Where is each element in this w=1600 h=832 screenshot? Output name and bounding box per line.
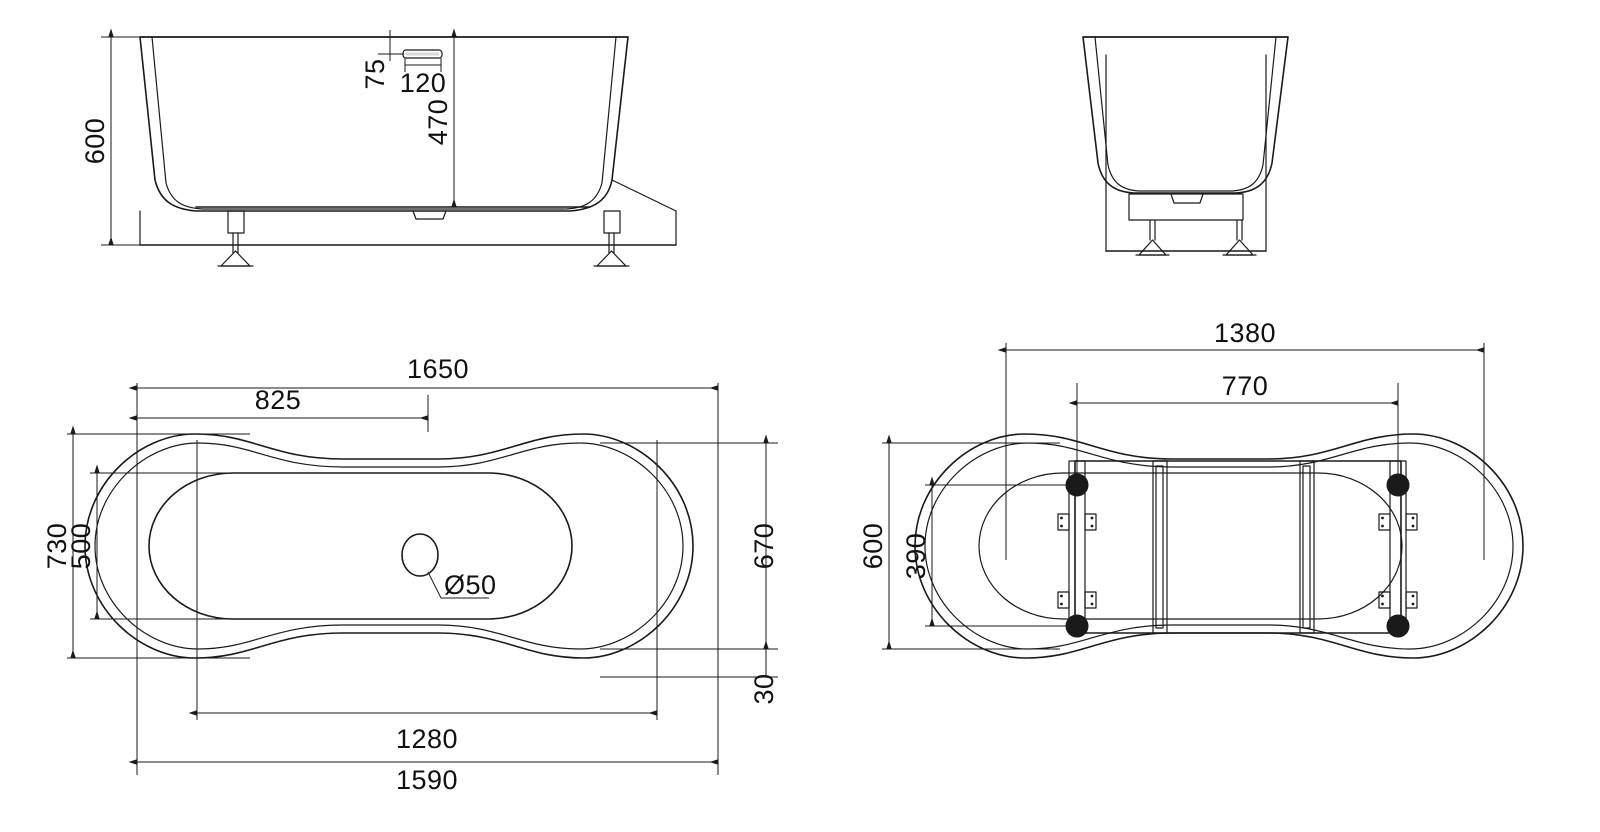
view-side-elevation [1082,36,1289,256]
dimension-500-inner-width-label: 500 [66,523,96,570]
tub-side-outer-profile [1082,36,1289,194]
dimension-75-overflow-label: 75 [360,58,390,89]
tub-plan-outer-outline-offset [94,442,684,650]
view-bottom-plan: 1380 770 600 390 [858,318,1524,659]
tub-plan-inner-basin [148,472,573,620]
adjustable-leg-right [593,210,630,267]
waste-outlet [412,210,447,220]
dimension-825-centre: 825 [128,385,429,421]
dimension-470-depth-label: 470 [423,99,453,146]
dimension-825-centre-label: 825 [255,385,302,415]
dimension-390-leg-spacing: 390 [901,476,935,627]
dimension-470-depth: 470 [423,28,462,208]
tub-plan-outer-outline [84,433,694,659]
support-frame [1128,193,1244,221]
dimension-1280-inner-length: 1280 [188,710,658,754]
bracket-3 [1378,513,1418,531]
dimension-1280-inner-length-label: 1280 [396,724,458,754]
side-adjustable-leg-left [1135,219,1170,256]
view-front-elevation: 600 75 120 470 [80,28,677,267]
tub-inner-wall-line-right [565,36,617,210]
dimension-670-body-width-label: 670 [749,523,779,570]
dimension-600-frame-width-label: 600 [858,523,888,570]
dimension-670-body-width: 670 [749,434,779,650]
dimension-1380-frame-length: 1380 [997,318,1485,353]
tub-side-inner-wall [1094,36,1277,192]
dimension-30-rim-offset: 30 [749,649,779,705]
dimension-120-overflow-width: 120 [400,58,447,98]
dimension-30-rim-offset-label: 30 [749,673,779,704]
drain-leader-line [427,571,489,599]
centre-rail-right [1299,460,1315,634]
dimension-600-height: 600 [80,28,151,246]
drain-diameter-label: Ø50 [444,570,497,600]
bracket-4 [1378,591,1418,609]
dimension-770-inner-frame-label: 770 [1222,371,1269,401]
dimension-120-overflow-width-label: 120 [400,68,447,98]
side-adjustable-leg-right [1222,219,1257,256]
dimension-1590-body-length: 1590 [128,759,719,795]
leg-pad-4 [1386,614,1410,638]
tub-outer-profile [139,36,629,212]
overflow-slot [402,49,443,59]
dimension-1380-frame-length-label: 1380 [1214,318,1276,348]
dimension-75-overflow: 75 [360,30,404,90]
dimension-600-height-label: 600 [80,118,110,165]
bracket-1 [1057,513,1097,531]
drain-hole [401,533,439,577]
centre-rail-left [1152,460,1168,634]
adjustable-leg-left [217,210,254,267]
tub-bottom-outer-outline [914,433,1524,659]
frame-base-rect [1074,460,1402,634]
dimension-600-frame-width: 600 [858,434,892,650]
dimension-390-leg-spacing-label: 390 [901,533,931,580]
dimension-1650-length: 1650 [128,354,719,391]
dimension-730-width-label: 730 [42,523,72,570]
tub-bottom-outer-offset [924,442,1514,650]
leg-pad-2 [1065,614,1089,638]
bracket-2 [1057,591,1097,609]
tub-base-underside [611,179,677,212]
view-top-plan: Ø50 1650 825 [42,354,779,795]
dimension-770-inner-frame: 770 [1068,371,1399,406]
tub-inner-wall-line [151,36,566,210]
dimension-1650-length-label: 1650 [407,354,469,384]
dimension-730-width: 730 [42,425,76,659]
tub-bottom-inner-line [978,472,1403,620]
dimension-500-inner-width: 500 [66,464,100,620]
dimension-1590-body-length-label: 1590 [396,765,458,795]
